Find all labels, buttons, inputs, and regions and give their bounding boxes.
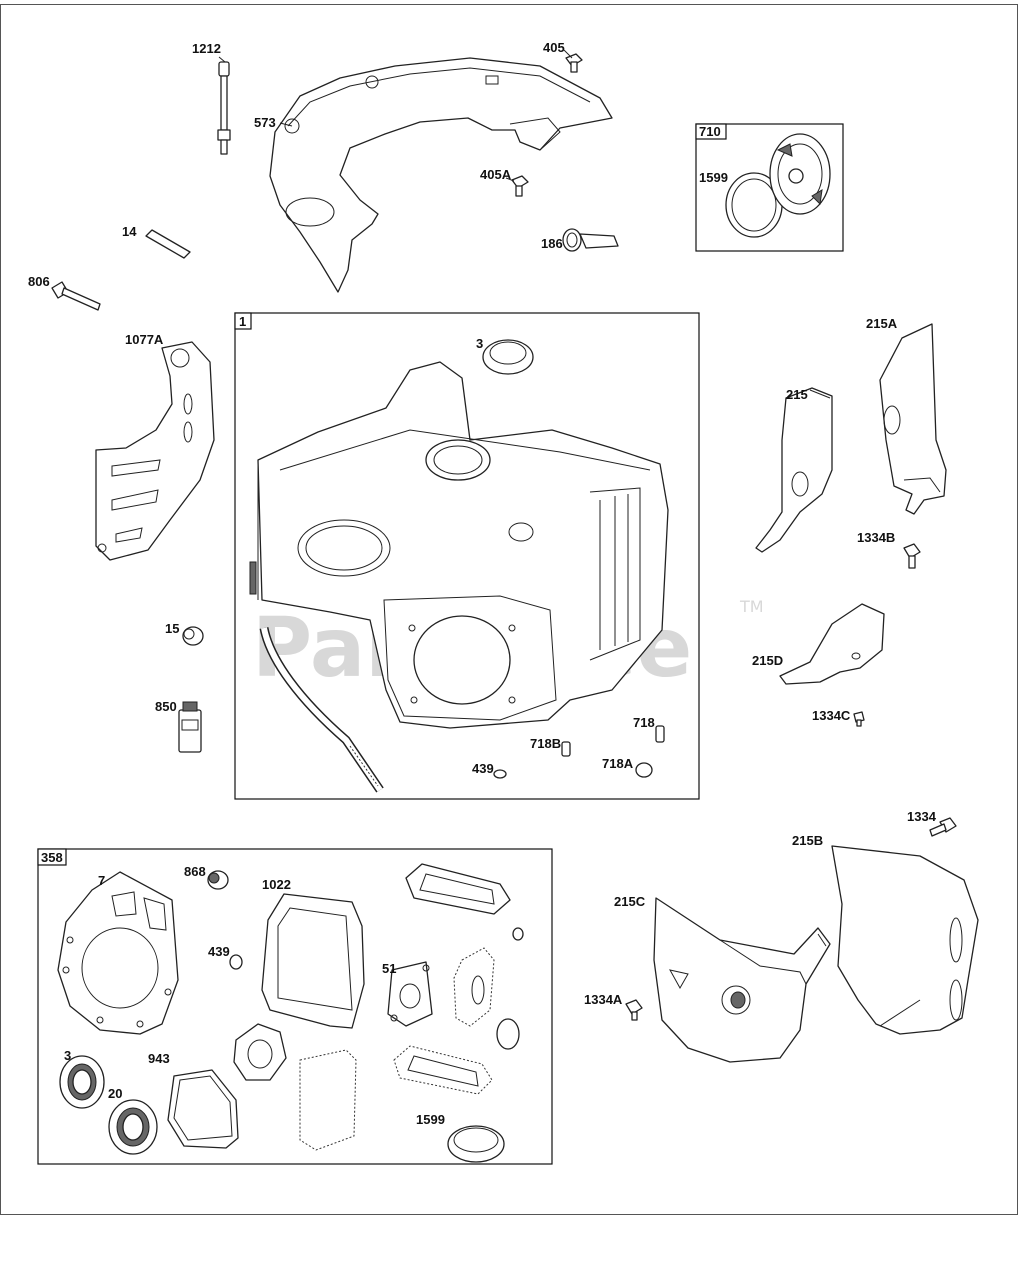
callout-1334C[interactable]: 1334C — [812, 708, 851, 723]
part-806-bolt[interactable] — [51, 281, 101, 311]
group-box-710 — [695, 123, 844, 252]
part-15-plug[interactable] — [182, 626, 204, 646]
callout-215C[interactable]: 215C — [614, 894, 646, 909]
part-dipstick-tube[interactable] — [259, 627, 384, 793]
part-1599-seal-set[interactable] — [447, 1125, 505, 1163]
part-1334B-screw[interactable] — [903, 543, 921, 569]
callout-1334B[interactable]: 1334B — [857, 530, 895, 545]
cover-gasket — [299, 1049, 357, 1151]
callout-405[interactable]: 405 — [543, 40, 565, 55]
callout-215D[interactable]: 215D — [752, 653, 783, 668]
part-186-fitting[interactable] — [562, 228, 619, 252]
part-3-oil-seal-lower[interactable] — [59, 1055, 105, 1109]
group-box-1 — [234, 312, 700, 800]
part-1077A-bracket[interactable] — [95, 341, 215, 561]
callout-215[interactable]: 215 — [786, 387, 808, 402]
callout-573[interactable]: 573 — [254, 115, 276, 130]
callout-943[interactable]: 943 — [148, 1051, 170, 1066]
callout-710[interactable]: 710 — [699, 124, 721, 139]
callout-7[interactable]: 7 — [98, 873, 105, 888]
watermark-tm: TM — [739, 597, 764, 616]
part-405-screw[interactable] — [565, 53, 583, 73]
callout-3-top[interactable]: 3 — [476, 336, 483, 351]
part-405A-screw[interactable] — [511, 175, 529, 197]
small-oring-a — [512, 927, 524, 941]
callout-1077A[interactable]: 1077A — [125, 332, 164, 347]
part-1334A-screw[interactable] — [625, 999, 643, 1021]
callout-3-lower[interactable]: 3 — [64, 1048, 71, 1063]
callout-14[interactable]: 14 — [122, 224, 137, 239]
part-1-crankcase[interactable] — [249, 361, 669, 729]
part-20-oil-seal[interactable] — [108, 1099, 158, 1155]
part-1334-screw[interactable] — [929, 817, 957, 837]
callout-1212[interactable]: 1212 — [192, 41, 221, 56]
callout-1[interactable]: 1 — [239, 314, 246, 329]
callout-718A[interactable]: 718A — [602, 756, 634, 771]
callout-439-top[interactable]: 439 — [472, 761, 494, 776]
part-215-shroud[interactable] — [755, 387, 833, 553]
part-868-bushing[interactable] — [207, 870, 229, 890]
part-718B-pin[interactable] — [561, 741, 571, 757]
callout-405A[interactable]: 405A — [480, 167, 512, 182]
callout-1599-top[interactable]: 1599 — [699, 170, 728, 185]
part-215C-shroud[interactable] — [653, 897, 831, 1063]
callout-1599-set[interactable]: 1599 — [416, 1112, 445, 1127]
part-850-sealant-tube[interactable] — [178, 701, 202, 753]
intake-gasket-upper — [405, 863, 511, 915]
callout-1022[interactable]: 1022 — [262, 877, 291, 892]
part-1599-seal[interactable] — [725, 172, 783, 238]
exhaust-gasket-lower — [393, 1045, 493, 1095]
breather-gasket — [233, 1023, 287, 1081]
part-943-gasket[interactable] — [167, 1069, 239, 1149]
diagram-frame — [0, 4, 1018, 1215]
callout-20[interactable]: 20 — [108, 1086, 122, 1101]
part-1022-gasket[interactable] — [261, 893, 365, 1029]
part-14-pin[interactable] — [145, 229, 191, 259]
callout-15[interactable]: 15 — [165, 621, 179, 636]
part-718A-bushing[interactable] — [635, 762, 653, 778]
callout-850[interactable]: 850 — [155, 699, 177, 714]
callout-718B[interactable]: 718B — [530, 736, 561, 751]
small-oring-b — [496, 1018, 520, 1050]
part-573-blower-housing[interactable] — [269, 57, 613, 293]
callout-358[interactable]: 358 — [41, 850, 63, 865]
callout-718[interactable]: 718 — [633, 715, 655, 730]
part-439-oring-top[interactable] — [493, 769, 507, 779]
part-215B-shroud[interactable] — [831, 845, 979, 1035]
callout-186[interactable]: 186 — [541, 236, 563, 251]
part-51-gasket[interactable] — [387, 961, 433, 1027]
part-718-pin[interactable] — [655, 725, 665, 743]
callout-51[interactable]: 51 — [382, 961, 396, 976]
callout-215B[interactable]: 215B — [792, 833, 823, 848]
callout-806[interactable]: 806 — [28, 274, 50, 289]
part-7-head-gasket[interactable] — [57, 871, 179, 1035]
part-215A-shroud[interactable] — [879, 323, 947, 515]
callout-1334A[interactable]: 1334A — [584, 992, 623, 1007]
part-3-oil-seal-top[interactable] — [482, 339, 534, 375]
callout-1334[interactable]: 1334 — [907, 809, 937, 824]
part-1212-stud[interactable] — [217, 61, 231, 155]
callout-215A[interactable]: 215A — [866, 316, 898, 331]
group-box-358 — [37, 848, 553, 1165]
callout-868[interactable]: 868 — [184, 864, 206, 879]
intake-gasket-mid — [453, 947, 495, 1027]
callout-439-set[interactable]: 439 — [208, 944, 230, 959]
part-439-oring-gasket-set[interactable] — [229, 954, 243, 970]
part-215D-bracket[interactable] — [779, 603, 885, 685]
part-710-cover[interactable] — [769, 133, 831, 215]
part-1334C-screw[interactable] — [853, 711, 865, 727]
